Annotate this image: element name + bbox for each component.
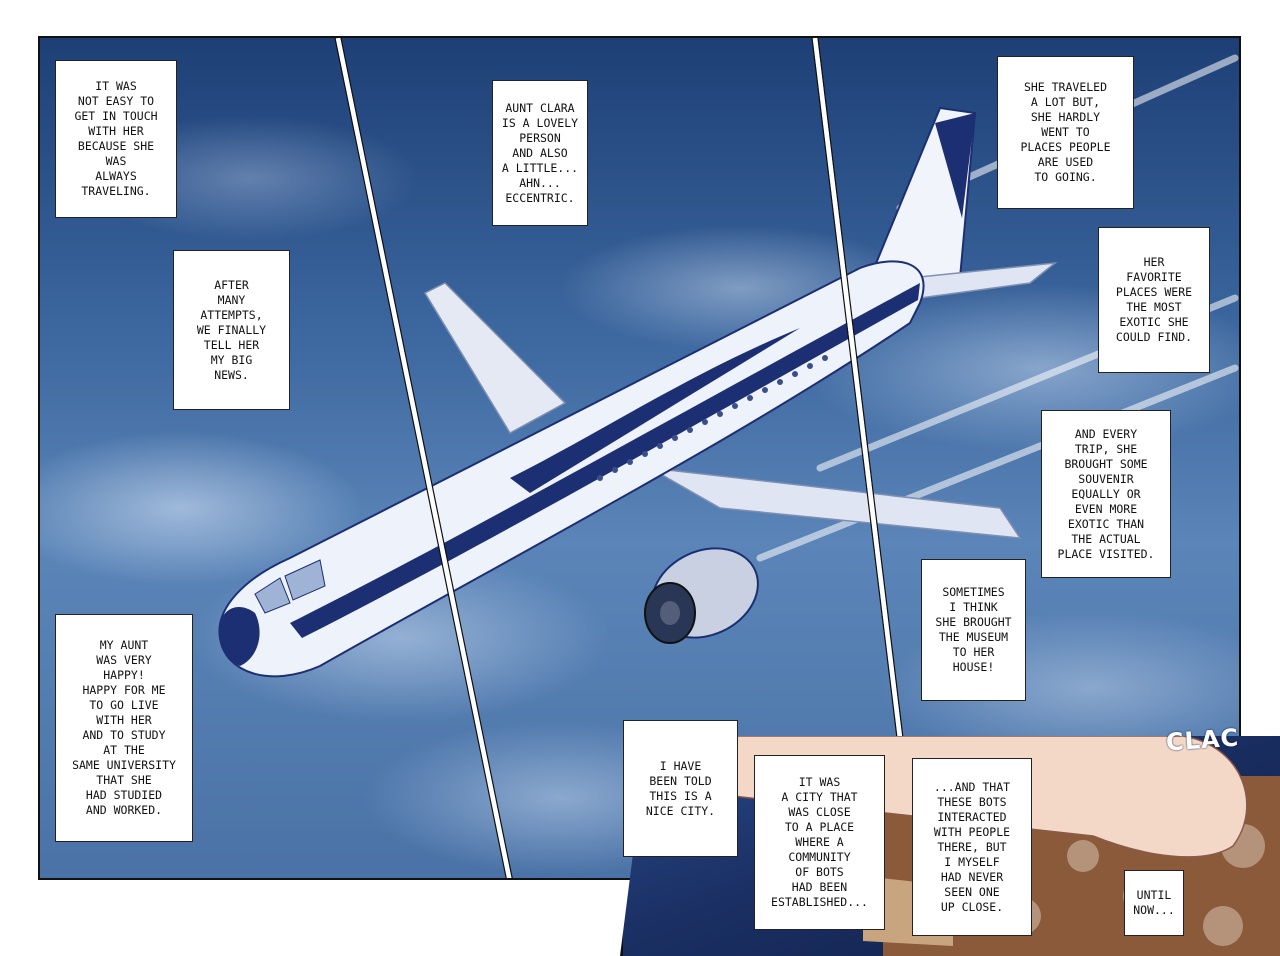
caption-box: I have been told this is a nice city.: [623, 720, 738, 857]
caption-box: Until now...: [1124, 870, 1184, 936]
caption-box: She traveled a lot but, she hardly went …: [997, 56, 1134, 209]
panel-gutters: [335, 38, 903, 878]
caption-box: My aunt was very happy! Happy for me to …: [55, 614, 193, 842]
plane-windows: [597, 355, 828, 481]
caption-box: Her favorite places were the most exotic…: [1098, 227, 1210, 373]
caption-box: Aunt Clara is a lovely person and also a…: [492, 80, 588, 226]
caption-box: Sometimes I think she brought the museum…: [921, 559, 1026, 701]
caption-box: And every trip, she brought some souveni…: [1041, 410, 1171, 578]
caption-box: It was not easy to get in touch with her…: [55, 60, 177, 218]
airplane-illustration: [218, 38, 1239, 878]
sound-effect: CLAC: [1165, 723, 1240, 757]
caption-box: ...And that these bots interacted with p…: [912, 758, 1032, 936]
caption-box: After many attempts, we finally tell her…: [173, 250, 290, 410]
plane-engine: [644, 547, 759, 644]
plane-left-wing: [423, 282, 567, 435]
plane-right-wing: [649, 467, 1022, 539]
caption-box: It was a city that was close to a place …: [754, 755, 885, 930]
